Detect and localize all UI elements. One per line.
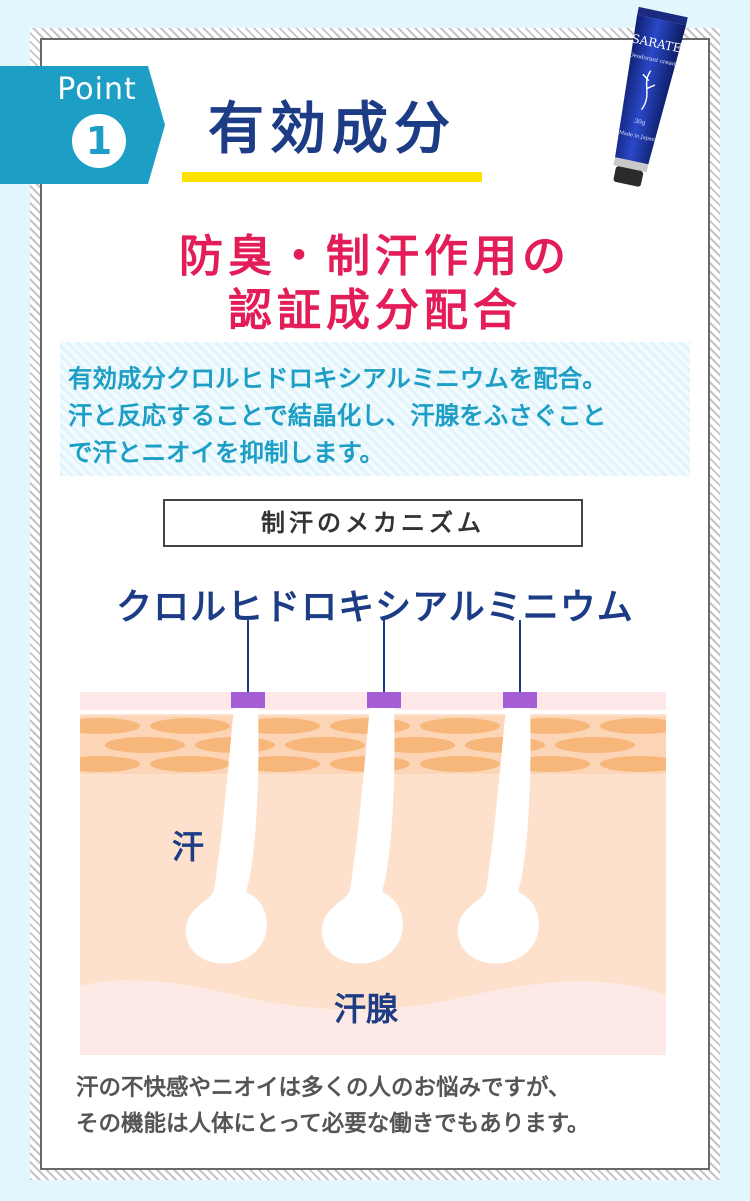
ingredient-label: クロルヒドロキシアルミニウム xyxy=(116,587,634,628)
description-box xyxy=(60,342,690,476)
mechanism-heading: 制汗のメカニズム xyxy=(163,499,583,547)
crystal-plug xyxy=(367,692,401,708)
point-badge-label: Point xyxy=(57,72,137,107)
note-line-1: 汗の不快感やニオイは多くの人のお悩みですが、 xyxy=(76,1075,571,1101)
note-line-2: その機能は人体にとって必要な働きでもあります。 xyxy=(76,1111,590,1137)
product-leaf-icon xyxy=(640,70,656,111)
description-line-2: 汗と反応することで結晶化し、汗腺をふさぐこと xyxy=(68,401,607,430)
crystal-plug xyxy=(503,692,537,708)
product-weight-text: 30g xyxy=(634,118,647,127)
sweat-duct-gland xyxy=(321,692,403,964)
description-line-3: で汗とニオイを抑制します。 xyxy=(68,438,385,467)
sweat-label: 汗 xyxy=(172,828,205,866)
subcutaneous-layer xyxy=(80,980,666,1055)
page-title: 有効成分 xyxy=(208,97,456,162)
description-line-1: 有効成分クロルヒドロキシアルミニウムを配合。 xyxy=(68,364,607,393)
headline-line-2: 認証成分配合 xyxy=(228,285,522,336)
headline-line-1: 防臭・制汗作用の xyxy=(179,231,571,282)
product-tube-image: SARATE Deodorant cream 30g Made in Japan xyxy=(613,6,688,187)
title-underline xyxy=(182,172,482,182)
sweat-duct-gland xyxy=(457,692,539,964)
sweat-gland-label: 汗腺 xyxy=(334,990,399,1028)
crystal-plug xyxy=(231,692,265,708)
point-number-circle: 1 xyxy=(72,114,126,168)
sweat-duct-gland xyxy=(185,692,267,964)
skin-diagram xyxy=(80,620,666,1055)
